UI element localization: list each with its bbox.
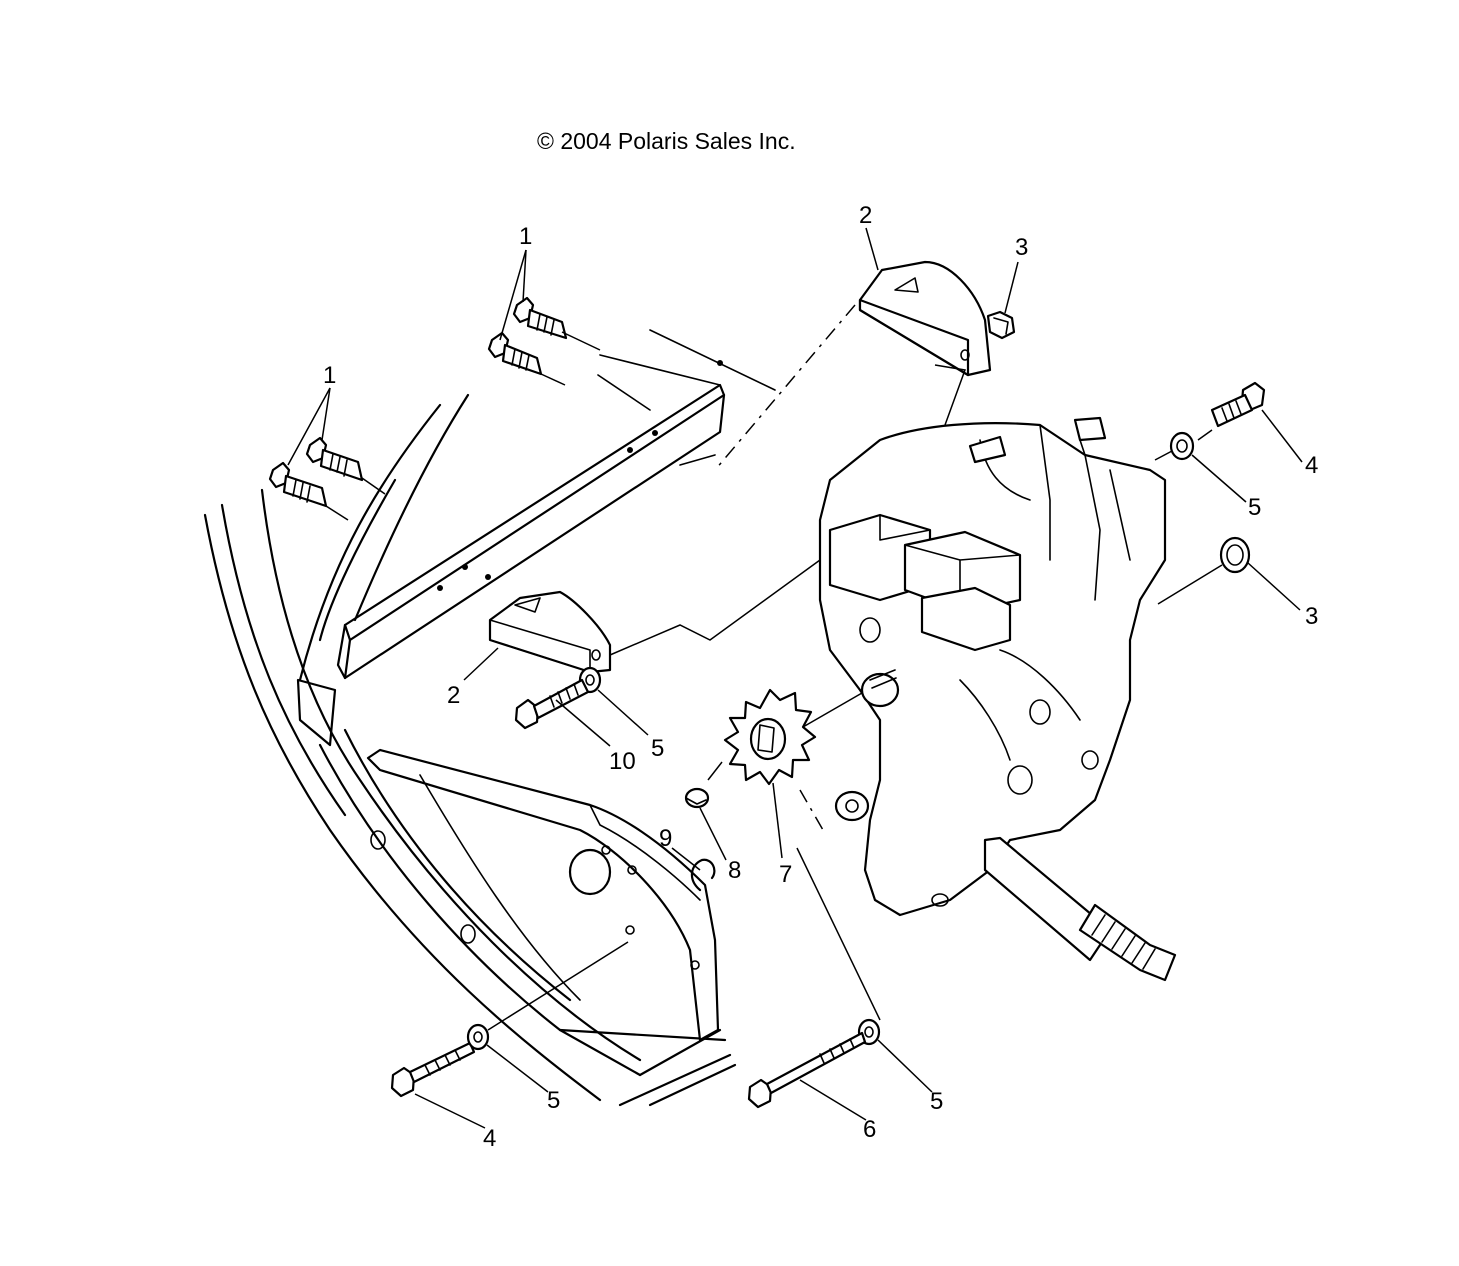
nut-3-right — [1219, 536, 1251, 574]
callout-3: 3 — [1305, 603, 1319, 630]
callout-10: 10 — [609, 748, 636, 775]
callout-1: 1 — [323, 362, 337, 389]
nut-3-upper — [986, 310, 1016, 340]
frame-crossmember — [336, 329, 776, 680]
callout-7: 7 — [779, 861, 793, 888]
transmission-output-shaft — [983, 836, 1177, 982]
assembly-line-sprocket-lower — [799, 789, 824, 831]
assembly-line-bracket-lower — [609, 559, 821, 656]
assembly-line-nut-right — [1157, 564, 1223, 605]
assembly-line-sprocket-washer — [707, 761, 723, 781]
leader-2b — [463, 647, 499, 681]
bolt-1-upper-b — [487, 331, 543, 376]
leader-3b — [1247, 562, 1301, 611]
bracket-2-lower — [488, 590, 612, 674]
leader-8 — [699, 807, 727, 861]
leader-1b-b — [287, 387, 331, 466]
bolt-1-upper-a — [512, 296, 568, 340]
callout-4: 4 — [483, 1125, 497, 1152]
leader-4b — [414, 1093, 486, 1129]
bracket-2-upper — [858, 260, 992, 377]
callout-9: 9 — [659, 825, 673, 852]
assembly-line-bolt-right — [1197, 429, 1213, 441]
bolt-4-right — [1210, 381, 1266, 428]
callout-6: 6 — [863, 1116, 877, 1143]
bolt-1-upper-b-axis — [540, 373, 566, 386]
leader-1b-a — [321, 387, 331, 441]
lock-washer-8 — [684, 787, 710, 809]
callout-2: 2 — [859, 202, 873, 229]
leader-9 — [671, 847, 701, 871]
sprocket-7 — [723, 688, 817, 786]
leader-1a-b — [499, 249, 527, 341]
callout-4: 4 — [1305, 452, 1319, 479]
callout-5: 5 — [547, 1087, 561, 1114]
leader-3a — [1004, 261, 1019, 314]
callout-5: 5 — [930, 1088, 944, 1115]
washer-5-right — [1169, 431, 1195, 461]
bolt-10 — [514, 678, 590, 730]
assembly-line-sprocket — [802, 692, 863, 728]
washer-5-lower-left — [466, 1023, 490, 1051]
retaining-clip-9 — [690, 858, 716, 892]
copyright-notice: © 2004 Polaris Sales Inc. — [537, 128, 796, 154]
leader-5c — [486, 1044, 549, 1093]
bolt-1-left-a-axis — [361, 477, 386, 495]
bolt-1-left-b — [268, 461, 328, 508]
callout-2: 2 — [447, 682, 461, 709]
transmission-housing — [818, 416, 1167, 917]
callout-5: 5 — [1248, 494, 1262, 521]
assembly-line-bolt-4-lower — [487, 941, 629, 1031]
leader-4a — [1261, 409, 1303, 463]
assembly-line-washer-right — [1154, 450, 1173, 461]
frame-rails — [203, 393, 737, 1107]
leader-5a — [1191, 454, 1247, 503]
frame-mount-plate — [366, 748, 720, 1042]
leader-2a — [865, 227, 879, 271]
bolt-4-lower — [390, 1041, 476, 1098]
bolt-1-upper-a-axis — [561, 331, 601, 351]
bolt-1-left-b-axis — [325, 505, 349, 521]
bolt-1-left-a — [305, 436, 364, 482]
assembly-line-bolt-6 — [796, 847, 881, 1021]
leader-6 — [799, 1079, 867, 1121]
callout-3: 3 — [1015, 234, 1029, 261]
assembly-line-bracket-upper — [714, 304, 856, 471]
callout-5: 5 — [651, 735, 665, 762]
callout-1: 1 — [519, 223, 533, 250]
leader-1a-a — [522, 249, 527, 303]
assembly-line-bracket-upper-to-housing — [934, 364, 967, 426]
leader-5d — [877, 1039, 933, 1093]
bolt-6 — [747, 1031, 867, 1109]
callout-8: 8 — [728, 857, 742, 884]
leader-5b — [597, 689, 649, 736]
leader-10 — [555, 699, 611, 747]
leader-7 — [772, 782, 783, 859]
